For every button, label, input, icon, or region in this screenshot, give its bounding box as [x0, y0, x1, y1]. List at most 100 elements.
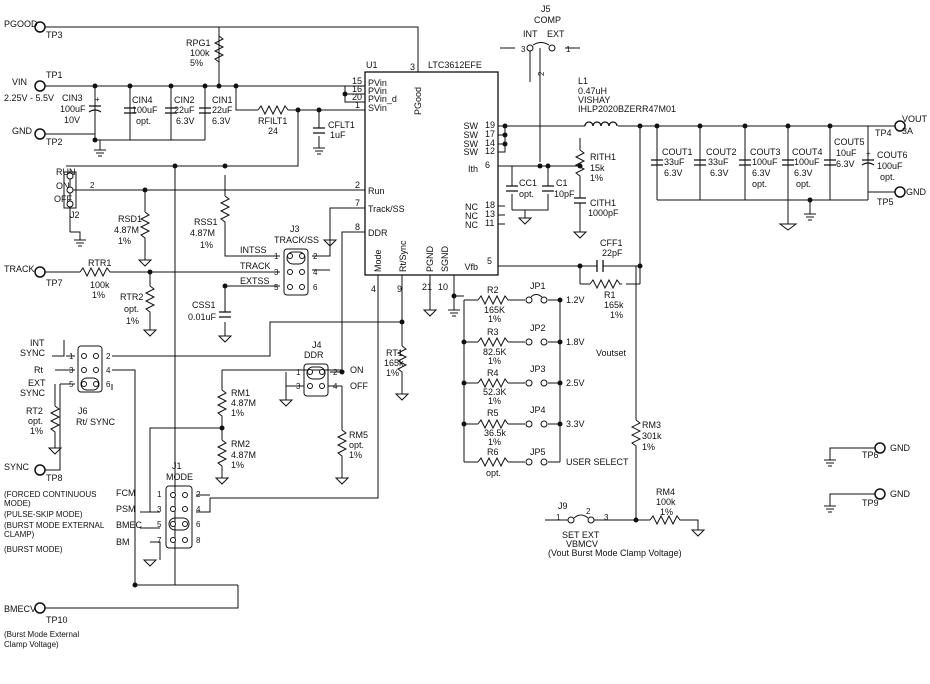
rpg1-label: RPG1	[186, 38, 211, 48]
tp3-terminal[interactable]	[34, 21, 46, 33]
mode-note: (BURST MODE)	[4, 545, 63, 554]
j4-pin[interactable]	[319, 369, 325, 375]
jp3-pin[interactable]	[540, 379, 548, 387]
jumper-j5[interactable]: J5 COMP INT EXT 3 1 2	[521, 4, 571, 76]
j5-pin-num: 2	[537, 71, 546, 76]
j3-pin[interactable]	[299, 269, 305, 275]
tp10-label: TP10	[46, 615, 68, 625]
jp5-pin[interactable]	[525, 458, 533, 466]
run-jumper-pin[interactable]	[66, 172, 74, 180]
ground-icon	[690, 529, 706, 537]
jp5-pin[interactable]	[540, 458, 548, 466]
capacitor-cin4	[124, 107, 136, 114]
j4-pin-num: 2	[333, 368, 338, 377]
j1-pin[interactable]	[182, 506, 188, 512]
j4-pin[interactable]	[319, 383, 325, 389]
capacitor-cin2	[165, 107, 177, 114]
jp4-pin[interactable]	[540, 420, 548, 428]
jp5-label: JP5	[530, 447, 546, 457]
j9-pin[interactable]	[567, 516, 575, 524]
capacitor-cc1	[506, 185, 518, 192]
cith1-value: 1000pF	[588, 208, 619, 218]
jp2-pin[interactable]	[540, 338, 548, 346]
tp8-terminal[interactable]	[34, 464, 46, 476]
rt2-label: RT2	[26, 406, 43, 416]
tp1-terminal[interactable]	[34, 80, 46, 92]
capacitor-cout6	[861, 159, 875, 166]
run-jumper-pin[interactable]	[66, 186, 74, 194]
run-jumper-j2[interactable]	[63, 171, 77, 209]
j6-pin[interactable]	[93, 353, 99, 359]
j1-pin[interactable]	[182, 492, 188, 498]
voutset-ladder: Voutset R2 165K 1% JP1 1.2V R3 82.5K 1% …	[483, 281, 629, 478]
jp4-pin[interactable]	[525, 420, 533, 428]
resistor-r1	[589, 278, 622, 290]
resistor-rt1	[396, 345, 408, 378]
j1-pin[interactable]	[182, 521, 188, 527]
j6-pin[interactable]	[81, 381, 87, 387]
j4-pin[interactable]	[307, 369, 313, 375]
j1-pin[interactable]	[170, 521, 176, 527]
gnd6-label: GND	[890, 443, 911, 453]
cin4-label: CIN4	[132, 95, 153, 105]
j4-title: J4	[312, 340, 322, 350]
j1-pin[interactable]	[170, 492, 176, 498]
j6-pin-num: 1	[69, 352, 74, 361]
jumper-j1[interactable]: J1 MODE 1 2 3 4 5 6 7 8 FCM PSM BMEC BM	[116, 461, 210, 549]
jp1-pin[interactable]	[525, 296, 533, 304]
j3-pin[interactable]	[299, 284, 305, 290]
j9-pin[interactable]	[587, 516, 595, 524]
jumper-j9[interactable]: J9 1 3 2 SET EXT VBMCV (Vout Burst Mode …	[548, 501, 682, 558]
j1-option-bmec: BMEC	[116, 520, 143, 530]
j6-subtitle: Rt/ SYNC	[76, 417, 116, 427]
j5-pin[interactable]	[526, 44, 534, 52]
r1-value: 165k	[604, 300, 624, 310]
jp1-pin[interactable]	[540, 296, 548, 304]
ic-pin-num: 13	[485, 209, 495, 219]
j5-pin-num: 3	[521, 45, 526, 54]
rt1-tol: 1%	[386, 368, 399, 378]
tp7-terminal[interactable]	[34, 266, 46, 278]
tp5-terminal[interactable]	[894, 186, 906, 198]
j6-pin[interactable]	[93, 367, 99, 373]
j1-pin[interactable]	[182, 537, 188, 543]
ic-pin-name: SVin	[368, 103, 387, 113]
j3-pin[interactable]	[287, 269, 293, 275]
ic-pin-name: NC	[465, 220, 478, 230]
tp10-terminal[interactable]	[34, 602, 46, 614]
j5-pin[interactable]	[548, 44, 556, 52]
j3-pin-num: 4	[313, 268, 318, 277]
run-jumper-pin[interactable]	[66, 200, 74, 208]
jp3-pin[interactable]	[525, 379, 533, 387]
jumper-j6[interactable]: INT SYNC Rt EXT SYNC 1 2 3 4 5 6 J6 Rt/ …	[20, 338, 116, 427]
j4-pin[interactable]	[307, 383, 313, 389]
polarity-mark: +	[95, 95, 100, 104]
r6-value: opt.	[486, 468, 501, 478]
j6-pin[interactable]	[93, 381, 99, 387]
j6-pin[interactable]	[81, 367, 87, 373]
cout6-label: COUT6	[877, 150, 908, 160]
rm2-label: RM2	[231, 439, 250, 449]
j3-pin[interactable]	[287, 253, 293, 259]
jp2-pin[interactable]	[525, 338, 533, 346]
cc1-label: CC1	[519, 178, 537, 188]
cout5-label: COUT5	[834, 137, 865, 147]
gnd-in-label: GND	[12, 126, 33, 136]
ground-icon	[394, 393, 410, 401]
jumper-j4[interactable]: J4 DDR 1 2 3 4 ON OFF	[286, 340, 368, 397]
cout6-value: 100uF	[877, 161, 903, 171]
rm2-tol: 1%	[231, 460, 244, 470]
j1-pin[interactable]	[170, 537, 176, 543]
ground-icon	[94, 149, 106, 157]
j3-pin[interactable]	[299, 253, 305, 259]
resistor-rt2	[49, 405, 61, 440]
j6-pin[interactable]	[81, 353, 87, 359]
jumper-j3[interactable]: J3 TRACK/SS INTSS TRACK EXTSS 1 2 3 4 5 …	[240, 224, 319, 296]
resistor-rsd1	[139, 211, 151, 250]
j1-subtitle: MODE	[166, 472, 193, 482]
tp4-terminal[interactable]	[894, 120, 906, 132]
tp2-terminal[interactable]	[34, 128, 46, 140]
j1-pin[interactable]	[170, 506, 176, 512]
rss1-tol: 1%	[200, 240, 213, 250]
j3-pin[interactable]	[287, 284, 293, 290]
